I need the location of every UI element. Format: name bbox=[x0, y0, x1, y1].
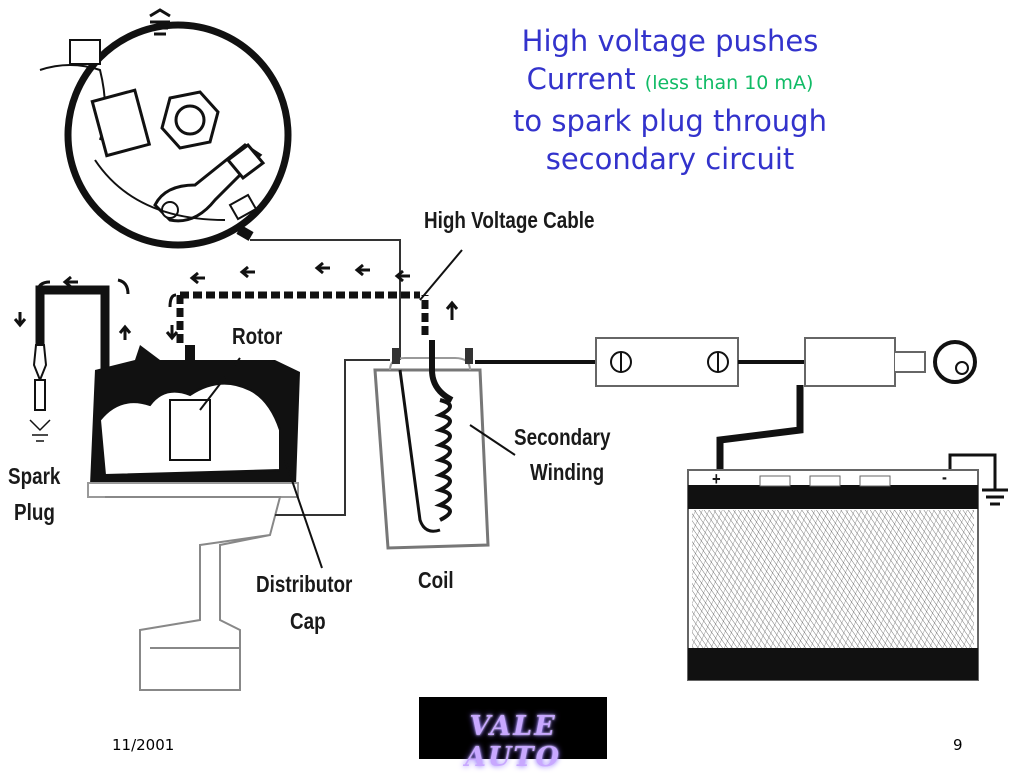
vale-auto-logo: VALE AUTO bbox=[419, 697, 607, 773]
winding-label: Winding bbox=[530, 459, 605, 485]
spark-label: Spark bbox=[8, 463, 61, 489]
distributor-label: Distributor bbox=[256, 571, 353, 597]
title-line-2-main: Current bbox=[526, 62, 645, 96]
coil-label: Coil bbox=[418, 567, 454, 593]
battery-negative-label: - bbox=[942, 467, 947, 487]
logo-text: VALE AUTO bbox=[464, 711, 562, 773]
breaker-points-inset bbox=[39, 8, 292, 249]
title-line-3: to spark plug through bbox=[513, 104, 827, 138]
title-current-note: (less than 10 mA) bbox=[644, 72, 814, 94]
secondary-label: Secondary bbox=[514, 424, 611, 450]
rotor-label: Rotor bbox=[232, 323, 283, 349]
high-voltage-cable-label: High Voltage Cable bbox=[424, 207, 595, 233]
title-line-1: High voltage pushes bbox=[521, 24, 819, 58]
primary-wire bbox=[250, 239, 401, 360]
distributor-drawing bbox=[87, 291, 420, 691]
plug-label: Plug bbox=[14, 499, 55, 525]
switch-and-battery bbox=[475, 337, 1008, 681]
title-line-2: Current (less than 10 mA) bbox=[470, 60, 870, 102]
spark-plug-drawing bbox=[29, 285, 110, 442]
cap-label: Cap bbox=[290, 608, 326, 634]
title-line-4: secondary circuit bbox=[545, 142, 795, 176]
battery-positive-label: + bbox=[712, 469, 721, 489]
footer-page-number: 9 bbox=[953, 736, 963, 754]
slide-title: High voltage pushes Current (less than 1… bbox=[470, 22, 870, 178]
coil-drawing bbox=[373, 295, 490, 550]
footer-date: 11/2001 bbox=[112, 736, 175, 754]
leader-lines bbox=[199, 249, 516, 569]
current-arrows bbox=[13, 261, 459, 341]
